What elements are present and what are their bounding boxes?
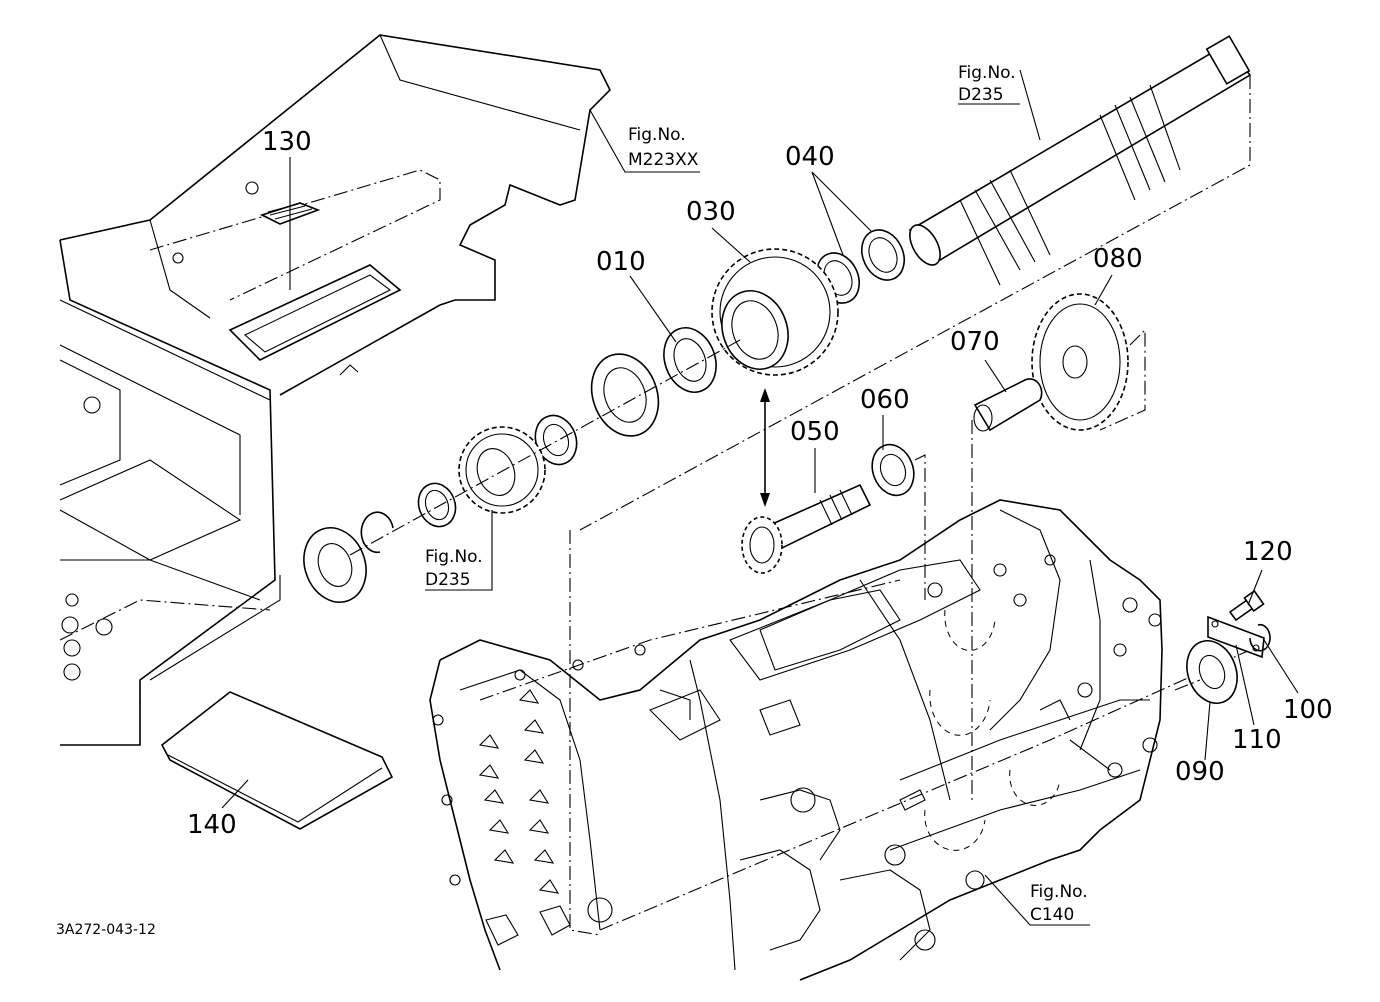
fig-ref-d235-top[interactable]: Fig.No. D235	[958, 63, 1016, 105]
fig-ref-caption: Fig.No.	[425, 547, 483, 567]
fig-ref-caption: Fig.No.	[958, 63, 1016, 83]
sleeve-070	[971, 378, 1043, 800]
fig-ref-m223xx[interactable]: Fig.No. M223XX	[628, 125, 699, 170]
fig-ref-d235-left[interactable]: Fig.No. D235	[425, 547, 483, 590]
part-label-100: 100	[1283, 695, 1333, 725]
part-label-030: 030	[686, 197, 736, 227]
part-label-010: 010	[596, 247, 646, 277]
part-label-080: 080	[1093, 244, 1143, 274]
bolt-120	[1228, 589, 1265, 622]
fig-ref-caption: Fig.No.	[1030, 882, 1088, 902]
main-shaft	[579, 35, 1252, 531]
gasket-140	[160, 691, 394, 830]
fig-ref-caption: Fig.No.	[628, 125, 686, 145]
fig-ref-number: D235	[425, 570, 471, 590]
part-label-110: 110	[1232, 725, 1282, 755]
part-label-120: 120	[1243, 537, 1293, 567]
mesh-arrow	[760, 388, 770, 507]
fig-ref-number: M223XX	[628, 150, 699, 170]
drawing-code: 3A272-043-12	[56, 922, 156, 938]
bearing-090	[1174, 640, 1238, 704]
shaft-050	[741, 483, 872, 574]
transmission-case	[429, 499, 1251, 981]
fig-ref-c140[interactable]: Fig.No. C140	[1030, 882, 1088, 925]
snap-ring-left	[360, 511, 394, 554]
part-label-060: 060	[860, 385, 910, 415]
bearing-060	[871, 443, 926, 600]
part-label-090: 090	[1175, 757, 1225, 787]
bearing-assembly-010	[534, 327, 717, 466]
part-label-070: 070	[950, 327, 1000, 357]
plate-110	[1207, 615, 1265, 659]
gear-left	[458, 426, 546, 514]
fig-ref-number: D235	[958, 85, 1004, 105]
part-labels: 130 040 030 010 080 070 060 050 120 100 …	[187, 127, 1333, 840]
ball-bearing-left	[303, 527, 367, 603]
leader-lines	[221, 103, 1299, 926]
part-label-130: 130	[262, 127, 312, 157]
gear-030	[711, 248, 839, 376]
axis-left	[349, 339, 741, 556]
collar	[417, 482, 457, 528]
fender-panel	[59, 34, 611, 746]
figure-references: Fig.No. M223XX Fig.No. D235 Fig.No. D235…	[425, 63, 1088, 925]
gear-080	[1031, 293, 1146, 431]
fig-ref-number: C140	[1030, 905, 1074, 925]
part-label-040: 040	[785, 142, 835, 172]
part-label-140: 140	[187, 810, 237, 840]
part-label-050: 050	[790, 417, 840, 447]
